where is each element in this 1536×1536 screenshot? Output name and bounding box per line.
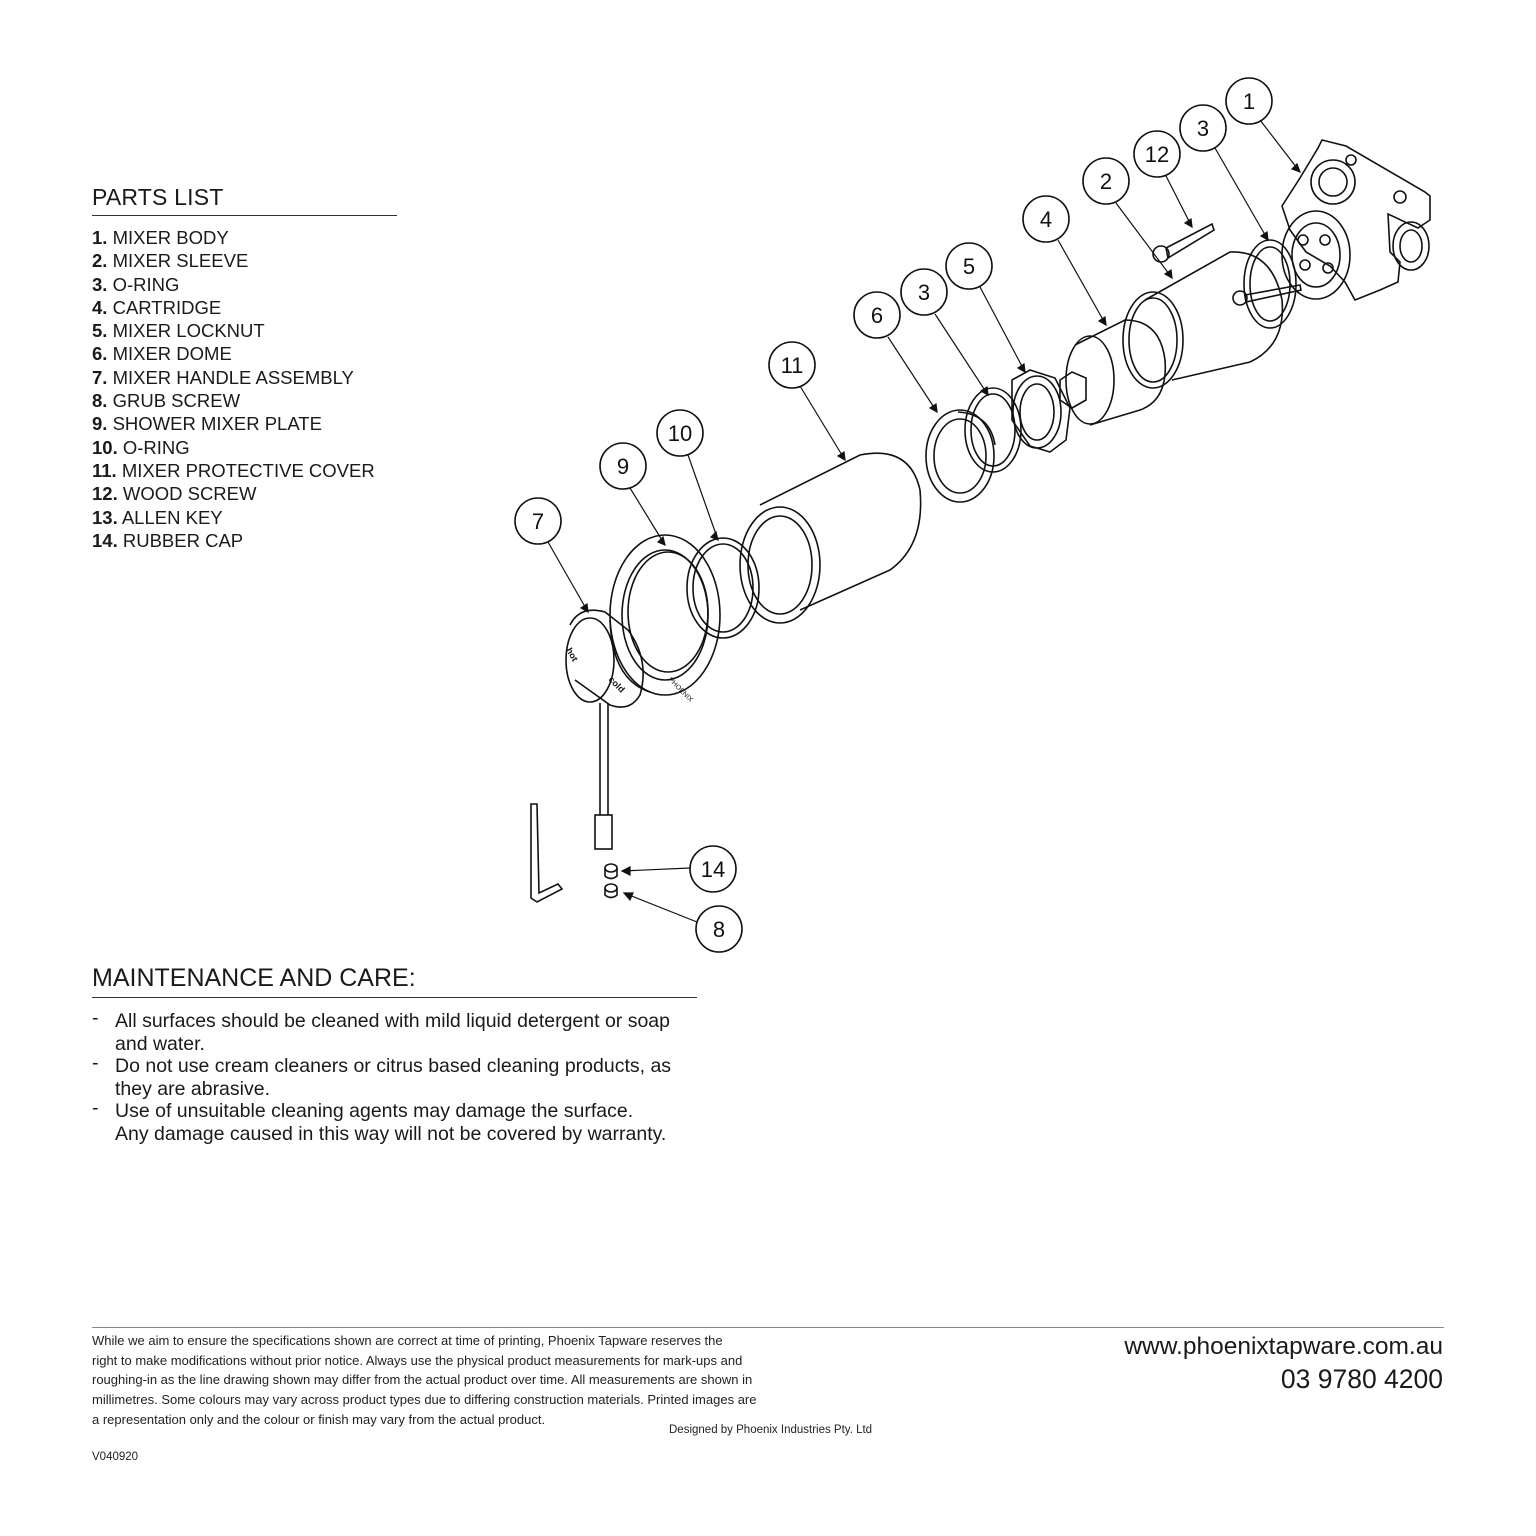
maintenance-point: - All surfaces should be cleaned with mi…: [92, 1007, 670, 1055]
svg-text:4: 4: [1040, 207, 1052, 232]
svg-text:5: 5: [963, 254, 975, 279]
bullet-dash: -: [92, 1097, 99, 1119]
callout-2: 2: [1082, 157, 1130, 205]
bullet-dash: -: [92, 1052, 99, 1074]
callout-7: 7: [514, 497, 562, 545]
rubber-cap-part: [604, 863, 618, 880]
parts-list-item: 5. MIXER LOCKNUT: [92, 320, 265, 342]
o-ring-plate-part: [686, 537, 760, 639]
callout-9: 9: [599, 442, 647, 490]
parts-list-item: 13. ALLEN KEY: [92, 506, 223, 528]
callout-11: 11: [768, 341, 816, 389]
parts-list-item: 6. MIXER DOME: [92, 343, 232, 365]
mixer-locknut-part: [1011, 369, 1071, 453]
svg-text:10: 10: [668, 421, 692, 446]
parts-list-item: 3. O-RING: [92, 273, 180, 295]
parts-list-item: 10. O-RING: [92, 436, 190, 458]
svg-text:14: 14: [701, 857, 725, 882]
bullet-dash: -: [92, 1007, 99, 1029]
protective-cover-part: [739, 452, 922, 624]
svg-text:6: 6: [871, 303, 883, 328]
parts-list-item: 7. MIXER HANDLE ASSEMBLY: [92, 366, 354, 388]
maintenance-point: - Use of unsuitable cleaning agents may …: [92, 1097, 667, 1145]
disclaimer-text: While we aim to ensure the specification…: [92, 1333, 757, 1427]
phone-number: 03 9780 4200: [1280, 1364, 1443, 1394]
mixer-handle-part: hot cold: [564, 609, 644, 850]
svg-text:8: 8: [713, 917, 725, 942]
callout-4: 4: [1022, 195, 1070, 243]
callout-14: 14: [689, 845, 737, 893]
svg-text:7: 7: [532, 509, 544, 534]
o-ring-top-part: [1243, 239, 1297, 329]
parts-list-item: 14. RUBBER CAP: [92, 529, 244, 551]
parts-list-item: 4. CARTRIDGE: [92, 296, 222, 318]
mixer-body-part: [1281, 139, 1431, 302]
mixer-dome-part: [925, 409, 996, 503]
svg-text:2: 2: [1100, 169, 1112, 194]
svg-text:3: 3: [918, 280, 930, 305]
website-link[interactable]: www.phoenixtapware.com.au: [1124, 1333, 1443, 1360]
callout-1: 1: [1225, 77, 1273, 125]
footer-divider: [92, 1327, 1444, 1328]
svg-text:12: 12: [1145, 142, 1169, 167]
designed-by: Designed by Phoenix Industries Pty. Ltd: [669, 1424, 873, 1436]
shower-mixer-plate-part: PHOENIX: [609, 534, 721, 704]
grub-screw-part: [604, 883, 618, 899]
parts-list-items: 1. MIXER BODY 2. MIXER SLEEVE 3. O-RING …: [92, 226, 397, 552]
mixer-sleeve-part: [1122, 251, 1284, 389]
contact-block: www.phoenixtapware.com.au 03 9780 4200: [1124, 1332, 1443, 1396]
svg-text:3: 3: [1197, 116, 1209, 141]
callout-8: 8: [695, 905, 743, 953]
parts-list-item: 8. GRUB SCREW: [92, 390, 241, 412]
callout-10: 10: [656, 409, 704, 457]
maintenance-point: - Do not use cream cleaners or citrus ba…: [92, 1052, 672, 1100]
svg-text:11: 11: [781, 353, 804, 378]
svg-text:9: 9: [617, 454, 629, 479]
wood-screw-part: [1152, 222, 1302, 306]
svg-text:1: 1: [1243, 89, 1255, 114]
callout-5: 5: [945, 242, 993, 290]
callout-3-middle: 3: [900, 268, 948, 316]
version-code: V040920: [92, 1451, 139, 1463]
callout-12: 12: [1133, 130, 1181, 178]
parts-list-item: 9. SHOWER MIXER PLATE: [92, 413, 322, 435]
handle-cold-text: cold: [607, 674, 627, 694]
plate-brand-text: PHOENIX: [667, 676, 694, 703]
parts-list-item: 2. MIXER SLEEVE: [92, 250, 249, 272]
maintenance-list: - All surfaces should be cleaned with mi…: [92, 1007, 697, 1145]
parts-list-item: 11. MIXER PROTECTIVE COVER: [92, 459, 375, 481]
parts-list-item: 1. MIXER BODY: [92, 227, 229, 248]
allen-key-part: [530, 803, 564, 903]
o-ring-middle-part: [964, 387, 1022, 473]
maintenance-title: MAINTENANCE AND CARE:: [92, 964, 697, 998]
parts-list-item: 12. WOOD SCREW: [92, 483, 257, 505]
parts-list: PARTS LIST 1. MIXER BODY 2. MIXER SLEEVE…: [92, 184, 397, 552]
maintenance-section: MAINTENANCE AND CARE: - All surfaces sho…: [92, 964, 697, 1145]
callout-3-top: 3: [1179, 104, 1227, 152]
parts-list-title: PARTS LIST: [92, 184, 397, 216]
leader-lines: [547, 119, 1302, 923]
callouts: 1 3 12 2 4 5 3 6 11 10 9 7 14 8: [514, 77, 1273, 953]
callout-6: 6: [853, 291, 901, 339]
cartridge-part: [1059, 319, 1167, 426]
